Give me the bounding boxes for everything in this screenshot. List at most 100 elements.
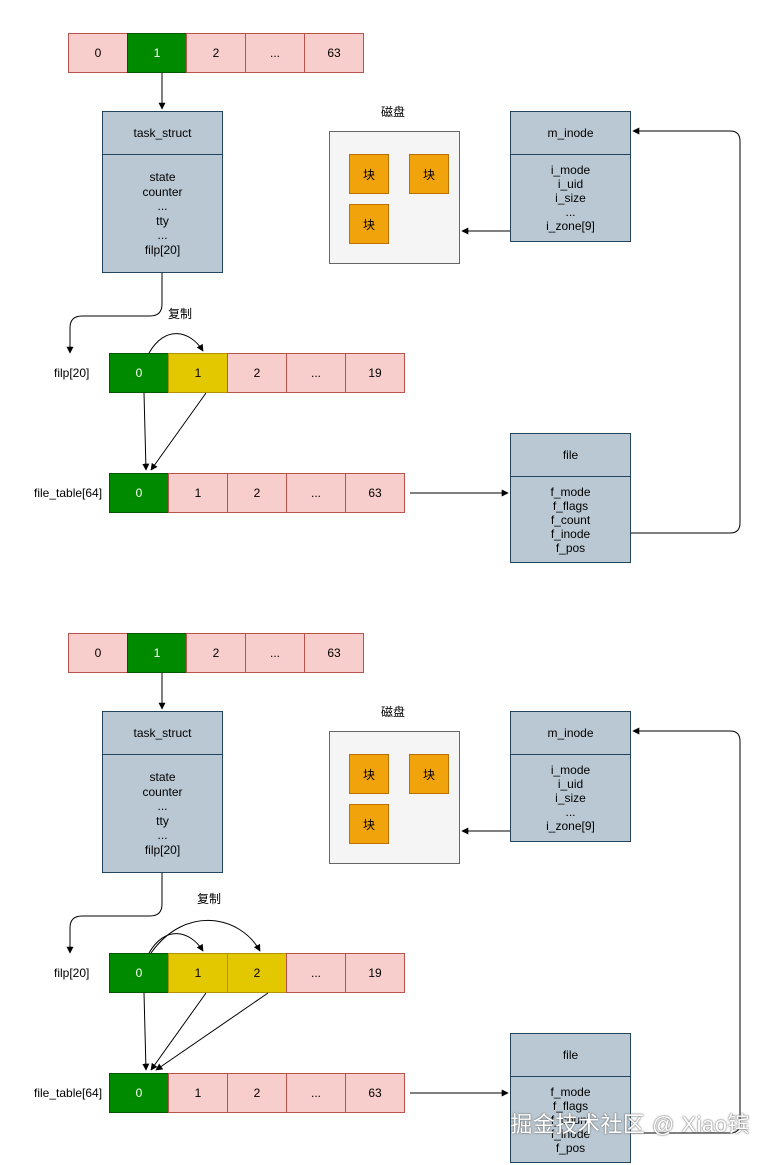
file-field: f_count — [550, 512, 591, 527]
file-table-cell: 63 — [345, 1073, 405, 1113]
disk-title: 磁盘 — [381, 105, 406, 119]
filp-cell: 19 — [345, 353, 405, 393]
filp-cell-copied: 1 — [168, 353, 228, 393]
arrow-copy-0-to-1 — [148, 333, 204, 354]
file-table-cell-0: 0 — [109, 473, 169, 513]
filp-label: filp[20] — [54, 366, 90, 380]
arrow-filp2-to-table0 — [155, 992, 269, 1071]
m-inode-field: i_uid — [557, 177, 584, 191]
filp-cell-0: 0 — [109, 353, 169, 393]
m-inode-field: i_zone[9] — [546, 819, 595, 833]
m-inode-box: m_inode i_mode i_uid i_size ... i_zone[9… — [510, 111, 631, 242]
m-inode-field: i_uid — [557, 777, 584, 791]
file-box: file f_mode f_flags f_count f_inode f_po… — [510, 1033, 631, 1163]
file-table-array: 0 1 2 ... 63 — [109, 473, 405, 513]
file-table-cell: 2 — [227, 473, 287, 513]
task-array-cell: 63 — [304, 633, 364, 673]
arrow-copy-0-to-2 — [150, 919, 261, 954]
file-title: file — [511, 1034, 630, 1077]
m-inode-field: i_size — [555, 191, 586, 205]
arrow-file-to-inode — [631, 127, 741, 534]
m-inode-field: i_zone[9] — [546, 219, 595, 233]
file-fields: f_mode f_flags f_count f_inode f_pos — [511, 1077, 630, 1162]
task-array: 0 1 2 ... 63 — [68, 633, 364, 673]
file-table-cell: ... — [286, 1073, 346, 1113]
m-inode-field: i_mode — [550, 763, 591, 777]
task-struct-field: state — [149, 170, 176, 184]
disk-box: 块 块 块 — [329, 731, 460, 864]
filp-cell: ... — [286, 953, 346, 993]
copy-label: 复制 — [168, 307, 193, 321]
m-inode-fields: i_mode i_uid i_size ... i_zone[9] — [511, 155, 630, 241]
task-struct-fields: state counter ... tty ... filp[20] — [103, 755, 222, 872]
task-struct-box: task_struct state counter ... tty ... fi… — [102, 111, 223, 273]
task-struct-field: tty — [156, 813, 169, 828]
task-array-cell: 63 — [304, 33, 364, 73]
m-inode-title: m_inode — [511, 712, 630, 755]
file-fields: f_mode f_flags f_count f_inode f_pos — [511, 477, 630, 562]
arrow-file-to-inode — [631, 727, 741, 1134]
m-inode-box: m_inode i_mode i_uid i_size ... i_zone[9… — [510, 711, 631, 842]
filp-cell-copied: 1 — [168, 953, 228, 993]
task-struct-box: task_struct state counter ... tty ... fi… — [102, 711, 223, 873]
file-table-array: 0 1 2 ... 63 — [109, 1073, 405, 1113]
copy-label: 复制 — [197, 892, 222, 906]
task-struct-field: filp[20] — [144, 242, 181, 257]
filp-array: 0 1 2 ... 19 — [109, 953, 405, 993]
task-array-cell: 2 — [186, 633, 246, 673]
file-field: f_mode — [550, 1084, 591, 1099]
task-struct-field: ... — [157, 799, 168, 813]
file-field: f_inode — [550, 526, 591, 541]
disk-block: 块 — [349, 204, 389, 244]
file-table-cell: 1 — [168, 1073, 228, 1113]
file-field: f_flags — [552, 498, 589, 513]
task-struct-field: counter — [142, 184, 183, 199]
file-table-cell: ... — [286, 473, 346, 513]
m-inode-field: ... — [565, 205, 576, 219]
task-struct-fields: state counter ... tty ... filp[20] — [103, 155, 222, 272]
disk-block: 块 — [349, 154, 389, 194]
filp-array: 0 1 2 ... 19 — [109, 353, 405, 393]
file-table-label: file_table[64] — [34, 486, 103, 500]
task-array-cell-current: 1 — [127, 33, 187, 73]
m-inode-title: m_inode — [511, 112, 630, 155]
arrow-struct-to-filp — [66, 873, 163, 954]
task-array-cell: ... — [245, 633, 305, 673]
arrow-filp0-to-table0 — [142, 392, 150, 471]
file-field: f_mode — [550, 484, 591, 499]
task-array: 0 1 2 ... 63 — [68, 33, 364, 73]
file-box: file f_mode f_flags f_count f_inode f_po… — [510, 433, 631, 563]
arrow-filp0-to-table0 — [142, 992, 150, 1071]
task-struct-field: ... — [157, 828, 168, 842]
file-field: f_count — [550, 1112, 591, 1127]
disk-block: 块 — [409, 754, 449, 794]
file-table-cell: 63 — [345, 473, 405, 513]
arrow-copy-0-to-1 — [148, 933, 204, 954]
m-inode-fields: i_mode i_uid i_size ... i_zone[9] — [511, 755, 630, 841]
m-inode-field: i_size — [555, 791, 586, 805]
arrow-filp1-to-table0 — [150, 992, 207, 1071]
task-struct-field: ... — [157, 228, 168, 242]
task-array-cell-current: 1 — [127, 633, 187, 673]
disk-block: 块 — [409, 154, 449, 194]
task-struct-field: state — [149, 770, 176, 784]
filp-cell: 19 — [345, 953, 405, 993]
file-table-cell: 2 — [227, 1073, 287, 1113]
task-struct-field: counter — [142, 784, 183, 799]
file-title: file — [511, 434, 630, 477]
disk-block: 块 — [349, 804, 389, 844]
disk-block: 块 — [349, 754, 389, 794]
m-inode-field: i_mode — [550, 163, 591, 177]
task-struct-field: ... — [157, 199, 168, 213]
file-field: f_pos — [555, 540, 586, 555]
task-array-cell: 0 — [68, 633, 128, 673]
filp-label: filp[20] — [54, 966, 90, 980]
disk-title: 磁盘 — [381, 705, 406, 719]
watermark: 掘金技术社区 @ Xiao镔 — [510, 1112, 750, 1137]
arrow-filp1-to-table0 — [150, 392, 207, 471]
task-struct-field: filp[20] — [144, 842, 181, 857]
task-array-cell: 0 — [68, 33, 128, 73]
m-inode-field: ... — [565, 805, 576, 819]
file-table-label: file_table[64] — [34, 1086, 103, 1100]
